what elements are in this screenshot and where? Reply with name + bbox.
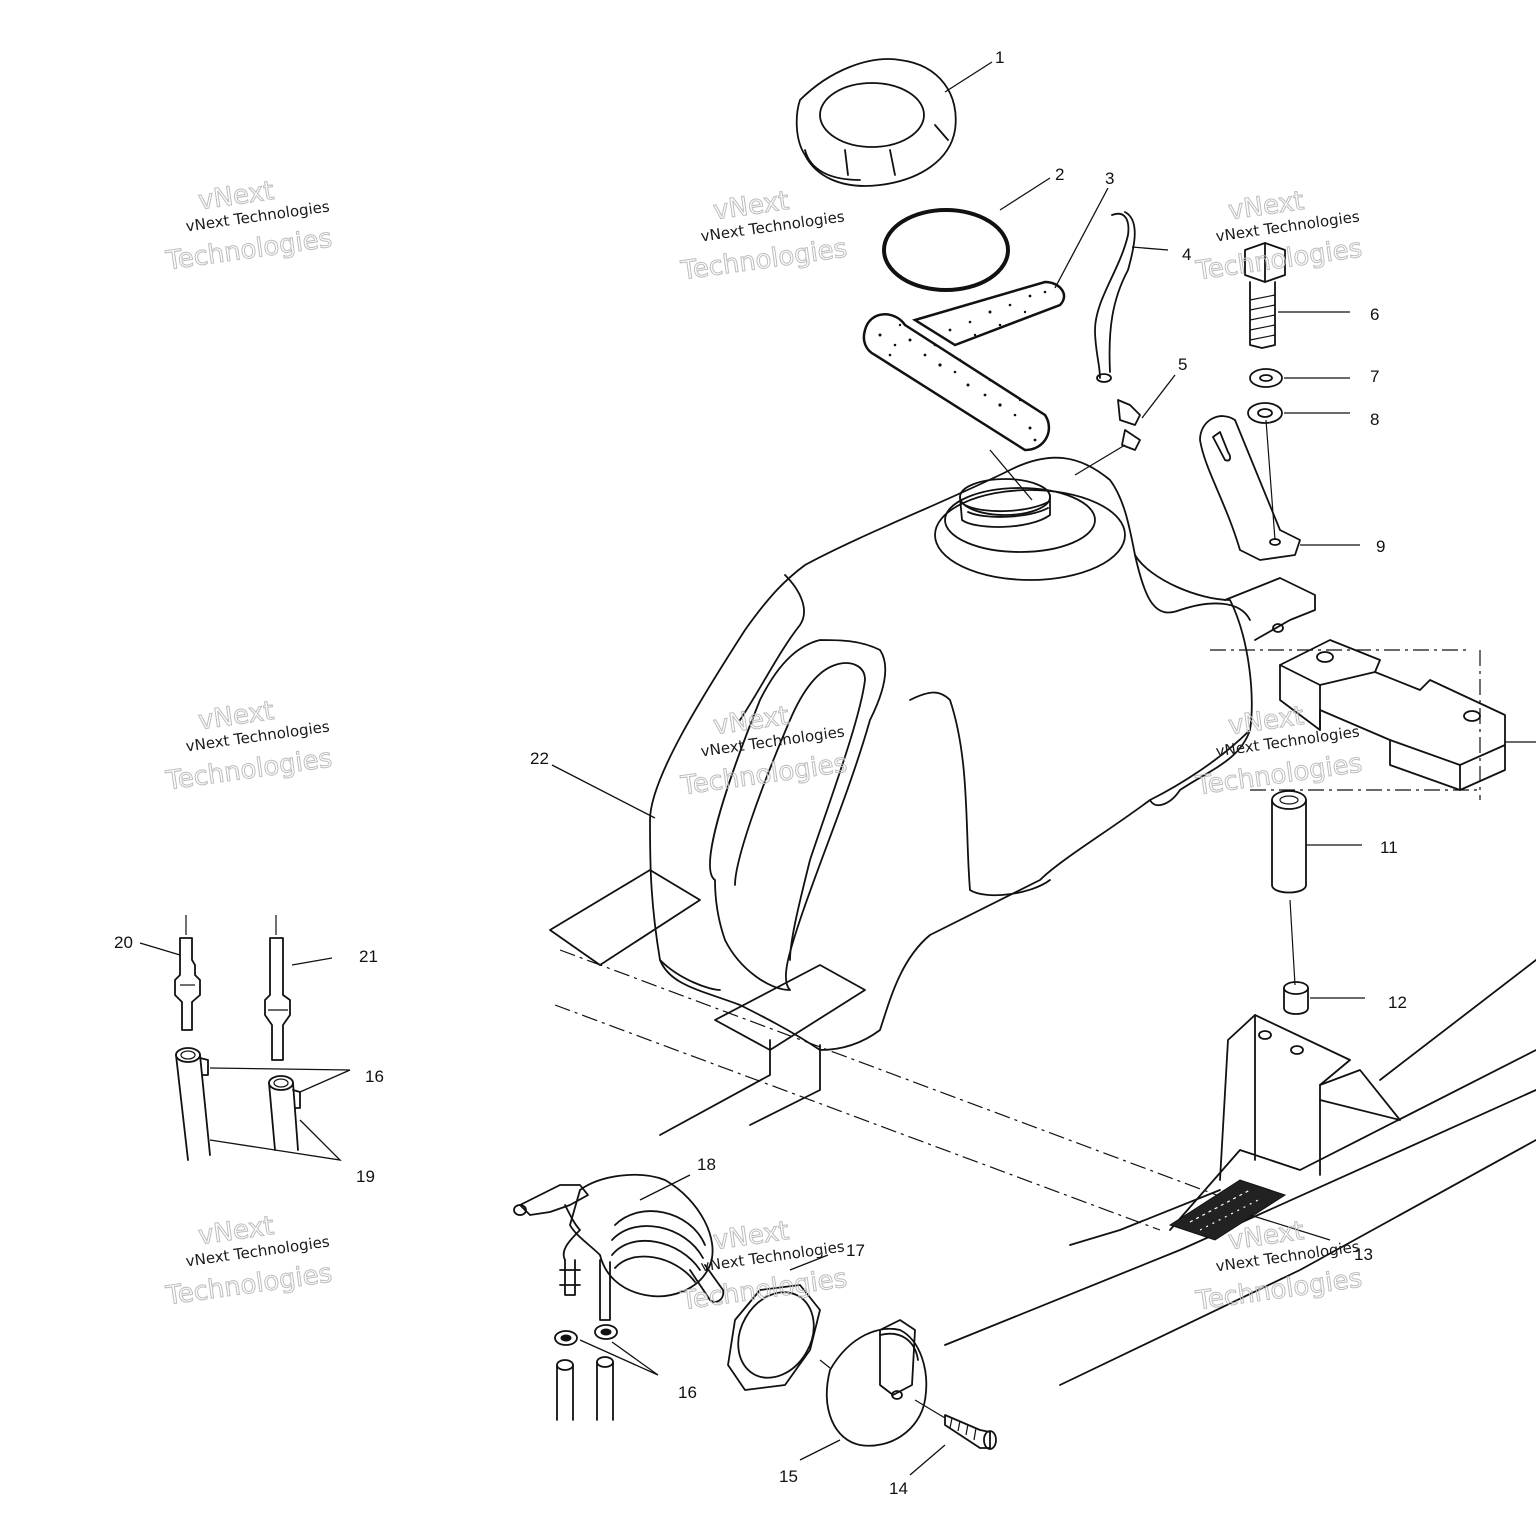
callout-13: 13 xyxy=(1354,1245,1373,1264)
callout-16-lower: 16 xyxy=(678,1383,697,1402)
watermark: vNext vNext Technologies Technologies xyxy=(678,701,850,802)
lock-washer-icon xyxy=(1249,368,1283,388)
callout-17: 17 xyxy=(846,1241,865,1260)
spacer-icon xyxy=(1271,790,1307,986)
callout-20: 20 xyxy=(114,933,133,952)
fuel-valve-icon xyxy=(513,1173,725,1321)
watermark: vNext vNext Technologies Technologies xyxy=(1193,186,1365,287)
callout-4: 4 xyxy=(1182,245,1191,264)
callout-9: 9 xyxy=(1376,537,1385,556)
callout-7: 7 xyxy=(1370,367,1379,386)
callout-8: 8 xyxy=(1370,410,1379,429)
watermark: vNext vNext Technologies Technologies xyxy=(163,696,335,797)
callout-2: 2 xyxy=(1055,165,1064,184)
callout-labels: 1 2 3 4 5 6 7 8 9 11 12 13 14 15 16 16 1… xyxy=(114,48,1407,1498)
bushing-icon xyxy=(1283,981,1309,1015)
callout-12: 12 xyxy=(1388,993,1407,1012)
leader-lines xyxy=(139,61,1365,1476)
callout-14: 14 xyxy=(889,1479,908,1498)
frame-rails xyxy=(554,649,1481,1231)
fuel-filter-cover-icon xyxy=(819,1319,928,1447)
watermark: vNext vNext Technologies Technologies xyxy=(163,176,335,277)
vent-fitting-icon xyxy=(1117,399,1141,451)
callout-19: 19 xyxy=(356,1167,375,1186)
callout-3: 3 xyxy=(1105,169,1114,188)
screw-icon xyxy=(914,1399,997,1450)
callout-6: 6 xyxy=(1370,305,1379,324)
vent-hose-icon xyxy=(1094,211,1136,383)
callout-22: 22 xyxy=(530,749,549,768)
mount-plate-icon xyxy=(1279,639,1536,791)
callout-21: 21 xyxy=(359,947,378,966)
hose-clamp-icon xyxy=(554,1324,618,1421)
hose-fitting-icon xyxy=(174,915,291,1061)
watermark: vNext vNext Technologies Technologies xyxy=(1193,701,1365,802)
foam-strip-icon xyxy=(862,280,1066,501)
callout-11: 11 xyxy=(1380,838,1398,857)
fuel-tank-icon xyxy=(549,456,1316,1051)
callout-16-upper: 16 xyxy=(365,1067,384,1086)
flat-washer-icon xyxy=(1247,402,1283,424)
watermark: vNext vNext Technologies Technologies xyxy=(678,186,850,287)
mounting-bracket-icon xyxy=(1199,415,1301,561)
fuel-hose-icon xyxy=(175,1047,301,1161)
watermark: vNext vNext Technologies Technologies xyxy=(678,1216,850,1317)
watermarks: vNext vNext Technologies Technologies vN… xyxy=(163,176,1365,1317)
o-ring-icon xyxy=(882,208,1010,292)
callout-1: 1 xyxy=(995,48,1004,67)
jam-nut-icon xyxy=(727,1284,821,1391)
fuel-cap-icon xyxy=(795,58,957,187)
frame-icon xyxy=(659,959,1536,1386)
callout-18: 18 xyxy=(697,1155,716,1174)
callout-5: 5 xyxy=(1178,355,1187,374)
callout-15: 15 xyxy=(779,1467,798,1486)
bolt-icon xyxy=(1244,242,1286,349)
watermark: vNext vNext Technologies Technologies xyxy=(163,1211,335,1312)
adhesive-pad-icon xyxy=(1168,1179,1287,1241)
